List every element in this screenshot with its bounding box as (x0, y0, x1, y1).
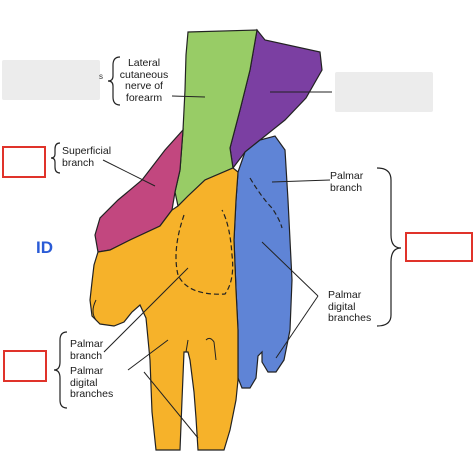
leader-palmar-digital-median-1 (127, 339, 169, 371)
label-palmar-branch-median: Palmar branch (70, 338, 104, 362)
leader-palmar-digital-median-2 (143, 371, 199, 439)
ulnar-palmar-dashed-area (249, 177, 283, 229)
label-palmar-digital-ulnar: Palmar digital branches (328, 289, 372, 324)
label-palmar-digital-median: Palmar digital branches (70, 365, 114, 400)
leader-palmar-branch-median (103, 267, 189, 353)
id-tag: ID (36, 238, 53, 257)
leader-palmar-digital-ulnar-1 (261, 241, 319, 297)
brace-superficial-branch (50, 142, 61, 174)
blank-box-top-left[interactable] (2, 60, 100, 100)
label-superficial-branch: Superficial branch (62, 145, 112, 169)
blank-box-top-right[interactable] (335, 72, 433, 112)
label-palmar-branch-ulnar: Palmar branch (330, 170, 364, 194)
leader-lateral-cutaneous (171, 95, 206, 98)
brace-median-group (53, 331, 68, 409)
thumb-tip-outline (92, 299, 97, 321)
brace-ulnar-group (376, 167, 402, 327)
median-palmar-dashed-area (175, 209, 234, 295)
label-lateral-cutaneous: Lateral cutaneous nerve of forearm (119, 57, 169, 104)
median-region (89, 167, 239, 451)
leader-palmar-branch-ulnar (271, 179, 331, 183)
small-s-mark: s (99, 72, 103, 81)
leader-superficial-branch (102, 159, 156, 187)
blank-box-median-group[interactable] (3, 350, 47, 382)
blank-box-ulnar-group[interactable] (405, 232, 473, 262)
brace-lateral-cutaneous (107, 56, 121, 106)
finger-separation-2 (205, 337, 217, 361)
blank-box-superficial[interactable] (2, 146, 46, 178)
finger-separation-1 (185, 339, 189, 353)
leader-palmar-digital-ulnar-2 (275, 295, 319, 359)
